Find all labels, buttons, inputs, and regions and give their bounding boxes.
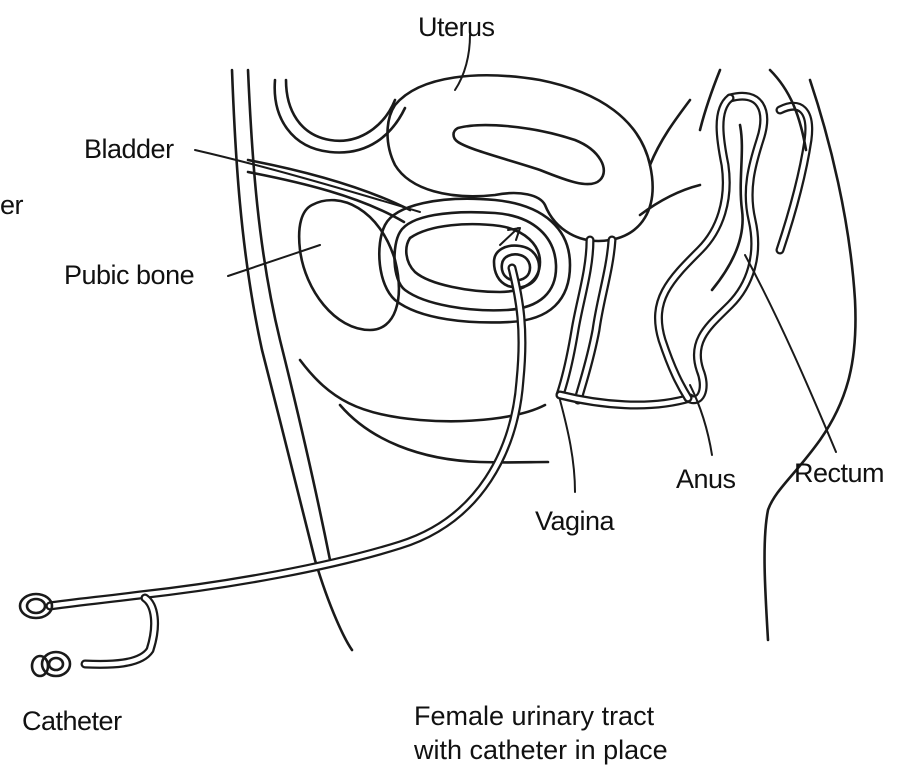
rectum-leader — [745, 255, 836, 452]
vagina-shape — [560, 240, 690, 405]
rectum-shape — [658, 96, 808, 400]
bladder-shape — [379, 199, 570, 323]
caption-line-1: Female urinary tract — [414, 700, 668, 734]
label-catheter: Catheter — [22, 708, 122, 735]
label-uterus: Uterus — [418, 14, 495, 41]
label-bladder: Bladder — [84, 136, 174, 163]
pubic-bone-shape — [299, 200, 399, 330]
uterus-leader — [455, 35, 470, 90]
label-vagina: Vagina — [535, 508, 614, 535]
label-pubic-bone: Pubic bone — [64, 262, 194, 289]
vagina-leader — [560, 400, 575, 492]
bladder-leader — [195, 150, 420, 212]
label-edge-fragment: er — [0, 192, 23, 219]
caption-line-2: with catheter in place — [414, 734, 668, 768]
skin-fold-lines — [300, 360, 548, 462]
label-rectum: Rectum — [794, 460, 884, 487]
pubic-bone-leader — [228, 245, 320, 276]
label-anus: Anus — [676, 466, 736, 493]
figure-caption: Female urinary tract with catheter in pl… — [414, 700, 668, 768]
